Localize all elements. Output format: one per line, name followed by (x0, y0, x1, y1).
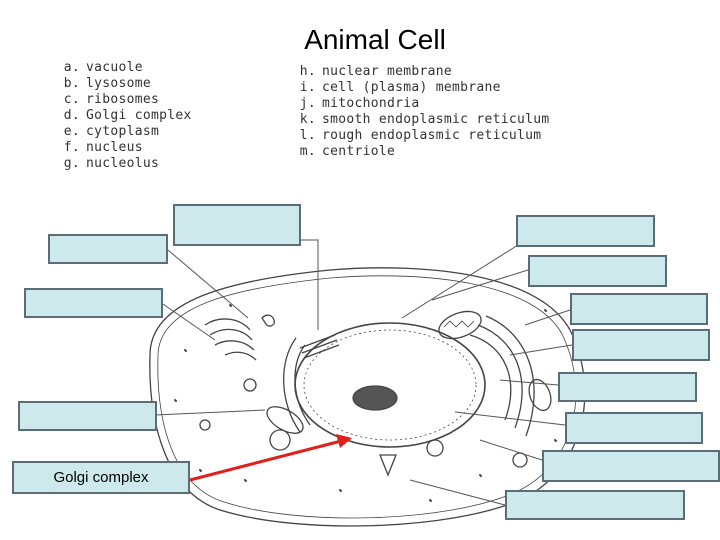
answer-box-left-1[interactable] (48, 234, 168, 264)
answer-box-right-5[interactable] (558, 372, 697, 402)
golgi-complex (205, 319, 250, 330)
nuclear-membrane (295, 323, 485, 447)
answer-box-right-8[interactable] (505, 490, 685, 520)
answer-box-right-1[interactable] (516, 215, 655, 247)
nucleus-inner (304, 330, 476, 440)
answer-box-left-3[interactable] (18, 401, 157, 431)
answer-box-right-3[interactable] (570, 293, 708, 325)
answer-box-right-6[interactable] (565, 412, 703, 444)
lysosome (427, 440, 443, 456)
answer-box-golgi[interactable]: Golgi complex (12, 461, 190, 494)
vacuole (270, 430, 290, 450)
rough-er (470, 335, 511, 420)
answer-box-right-7[interactable] (542, 450, 720, 482)
answer-box-top-center[interactable] (173, 204, 301, 246)
red-arrow (190, 434, 352, 480)
centriole (300, 335, 339, 358)
answer-box-right-4[interactable] (572, 329, 710, 361)
nucleolus (353, 386, 397, 410)
answer-box-right-2[interactable] (528, 255, 667, 287)
answer-box-left-2[interactable] (24, 288, 163, 318)
leader-lines (155, 240, 572, 505)
